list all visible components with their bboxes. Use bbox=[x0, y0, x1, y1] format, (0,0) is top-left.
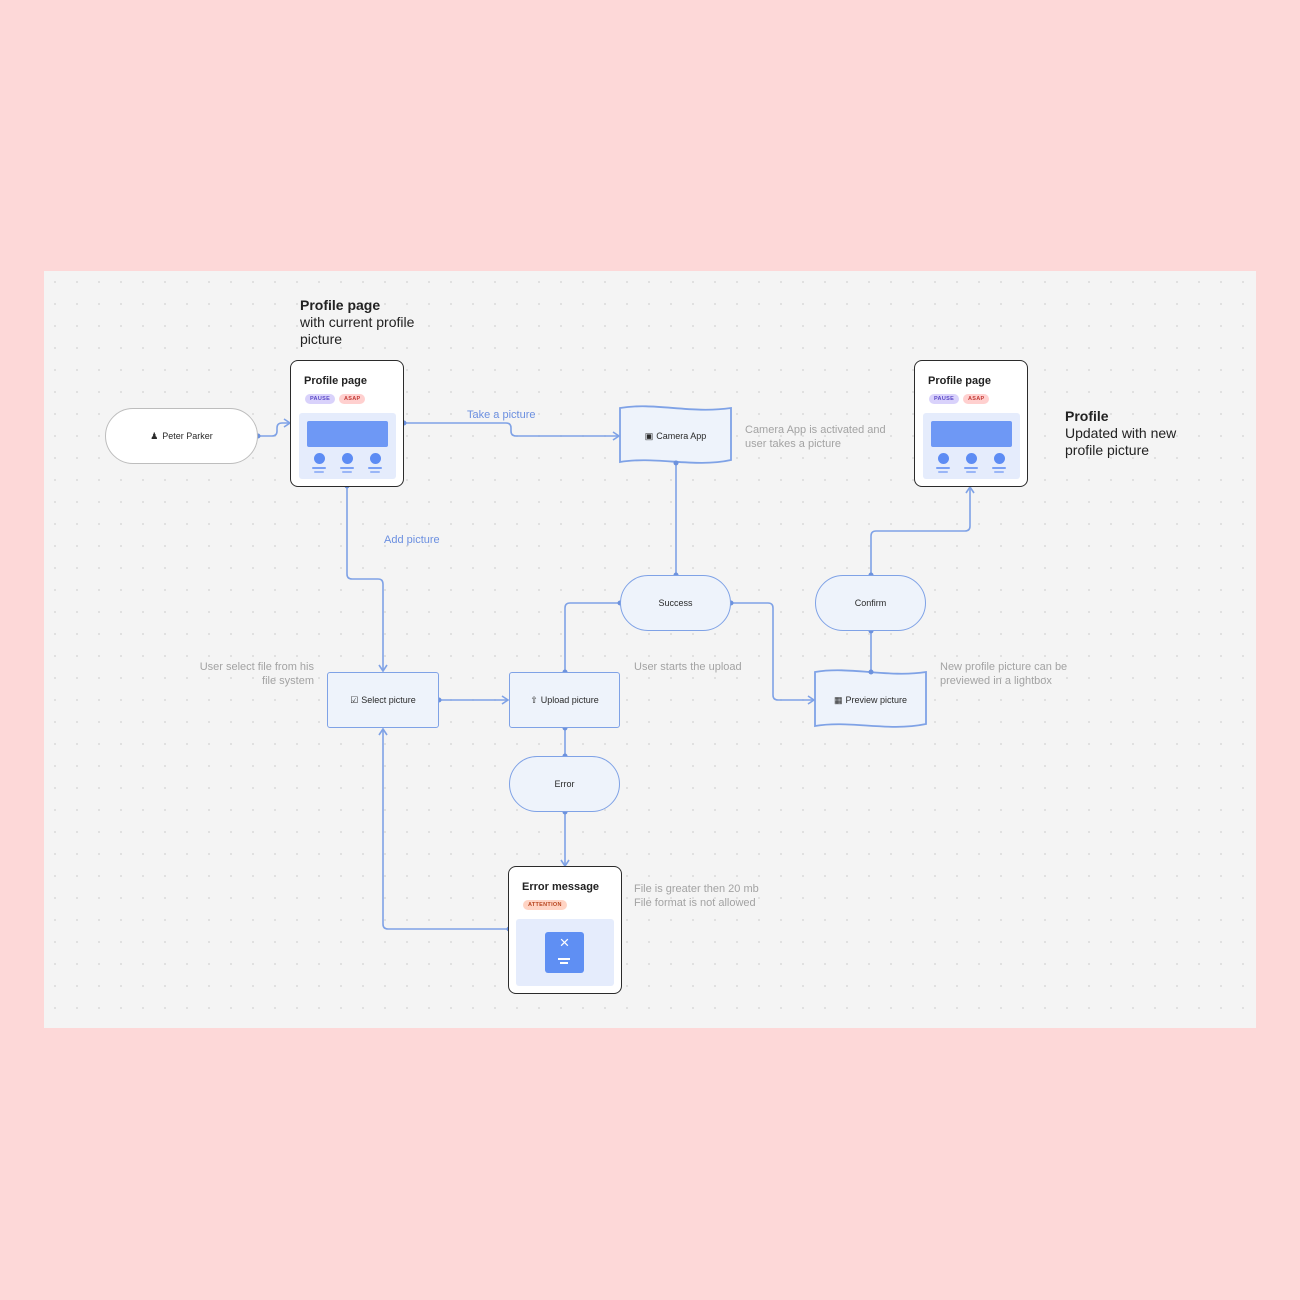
node-label: Confirm bbox=[854, 598, 887, 608]
node-error[interactable]: Error bbox=[509, 756, 620, 812]
close-icon: × bbox=[545, 932, 584, 973]
node-label: Error bbox=[554, 779, 575, 789]
tag-asap: ASAP bbox=[339, 394, 366, 404]
note-line: User starts the upload bbox=[634, 661, 742, 673]
note-preview: New profile picture can be previewed in … bbox=[940, 660, 1067, 688]
heading-subtitle-line1: Updated with new bbox=[1065, 425, 1177, 441]
note-line: File is greater then 20 mb bbox=[634, 883, 759, 895]
node-label: Peter Parker bbox=[162, 431, 213, 441]
edge-label-add-picture: Add picture bbox=[384, 534, 440, 546]
upload-file-icon: ⇧ bbox=[530, 694, 538, 705]
card-title: Error message bbox=[522, 881, 600, 893]
note-line: user takes a picture bbox=[745, 438, 841, 450]
canvas-board bbox=[44, 271, 1256, 1028]
note-camera: Camera App is activated and user takes a… bbox=[745, 423, 886, 451]
node-label: Upload picture bbox=[540, 695, 599, 705]
node-label: Success bbox=[658, 598, 693, 608]
node-user[interactable]: ♟ Peter Parker bbox=[105, 408, 258, 464]
card-title: Profile page bbox=[928, 375, 991, 387]
note-line: Camera App is activated and bbox=[745, 424, 886, 436]
edge-label-take-picture: Take a picture bbox=[467, 409, 536, 421]
tag-attention: ATTENTION bbox=[523, 900, 567, 910]
node-camera-app[interactable]: ▣ Camera App bbox=[620, 408, 731, 464]
node-label: Select picture bbox=[361, 695, 416, 705]
heading-subtitle-line2: picture bbox=[300, 331, 343, 347]
note-select: User select file from his file system bbox=[174, 660, 314, 688]
heading-subtitle-line1: with current profile bbox=[300, 314, 415, 330]
card-title: Profile page bbox=[304, 375, 367, 387]
note-line: User select file from his bbox=[199, 661, 314, 673]
node-select-picture[interactable]: ☑ Select picture bbox=[327, 672, 439, 728]
heading-title: Profile page bbox=[300, 297, 381, 313]
node-preview-picture[interactable]: ▦ Preview picture bbox=[815, 672, 926, 728]
note-line: File format is not allowed bbox=[634, 897, 756, 909]
note-upload: User starts the upload bbox=[634, 660, 742, 674]
card-profile-page-current[interactable]: Profile page PAUSE ASAP bbox=[290, 360, 404, 487]
card-profile-page-updated[interactable]: Profile page PAUSE ASAP bbox=[914, 360, 1028, 487]
screen-mockup: × bbox=[516, 919, 614, 986]
note-error: File is greater then 20 mb File format i… bbox=[634, 882, 759, 910]
camera-icon: ▣ bbox=[644, 430, 654, 441]
node-label: Preview picture bbox=[845, 695, 908, 705]
card-error-message[interactable]: Error message ATTENTION × bbox=[508, 866, 622, 994]
heading-profile-current: Profile page with current profile pictur… bbox=[300, 297, 414, 348]
note-line: previewed in a lightbox bbox=[940, 675, 1052, 687]
screen-mockup bbox=[299, 413, 396, 479]
checkbox-icon: ☑ bbox=[350, 694, 359, 705]
node-upload-picture[interactable]: ⇧ Upload picture bbox=[509, 672, 620, 728]
heading-subtitle-line2: profile picture bbox=[1065, 442, 1150, 458]
image-icon: ▦ bbox=[833, 694, 843, 705]
heading-profile-updated: Profile Updated with new profile picture bbox=[1065, 408, 1176, 459]
node-success[interactable]: Success bbox=[620, 575, 731, 631]
tag-asap: ASAP bbox=[963, 394, 990, 404]
person-icon: ♟ bbox=[150, 430, 159, 441]
heading-title: Profile bbox=[1065, 408, 1109, 424]
note-line: New profile picture can be bbox=[940, 661, 1068, 673]
note-line: file system bbox=[262, 675, 314, 687]
screen-mockup bbox=[923, 413, 1020, 479]
node-confirm[interactable]: Confirm bbox=[815, 575, 926, 631]
tag-pause: PAUSE bbox=[929, 394, 960, 404]
tag-pause: PAUSE bbox=[305, 394, 336, 404]
node-label: Camera App bbox=[656, 431, 707, 441]
